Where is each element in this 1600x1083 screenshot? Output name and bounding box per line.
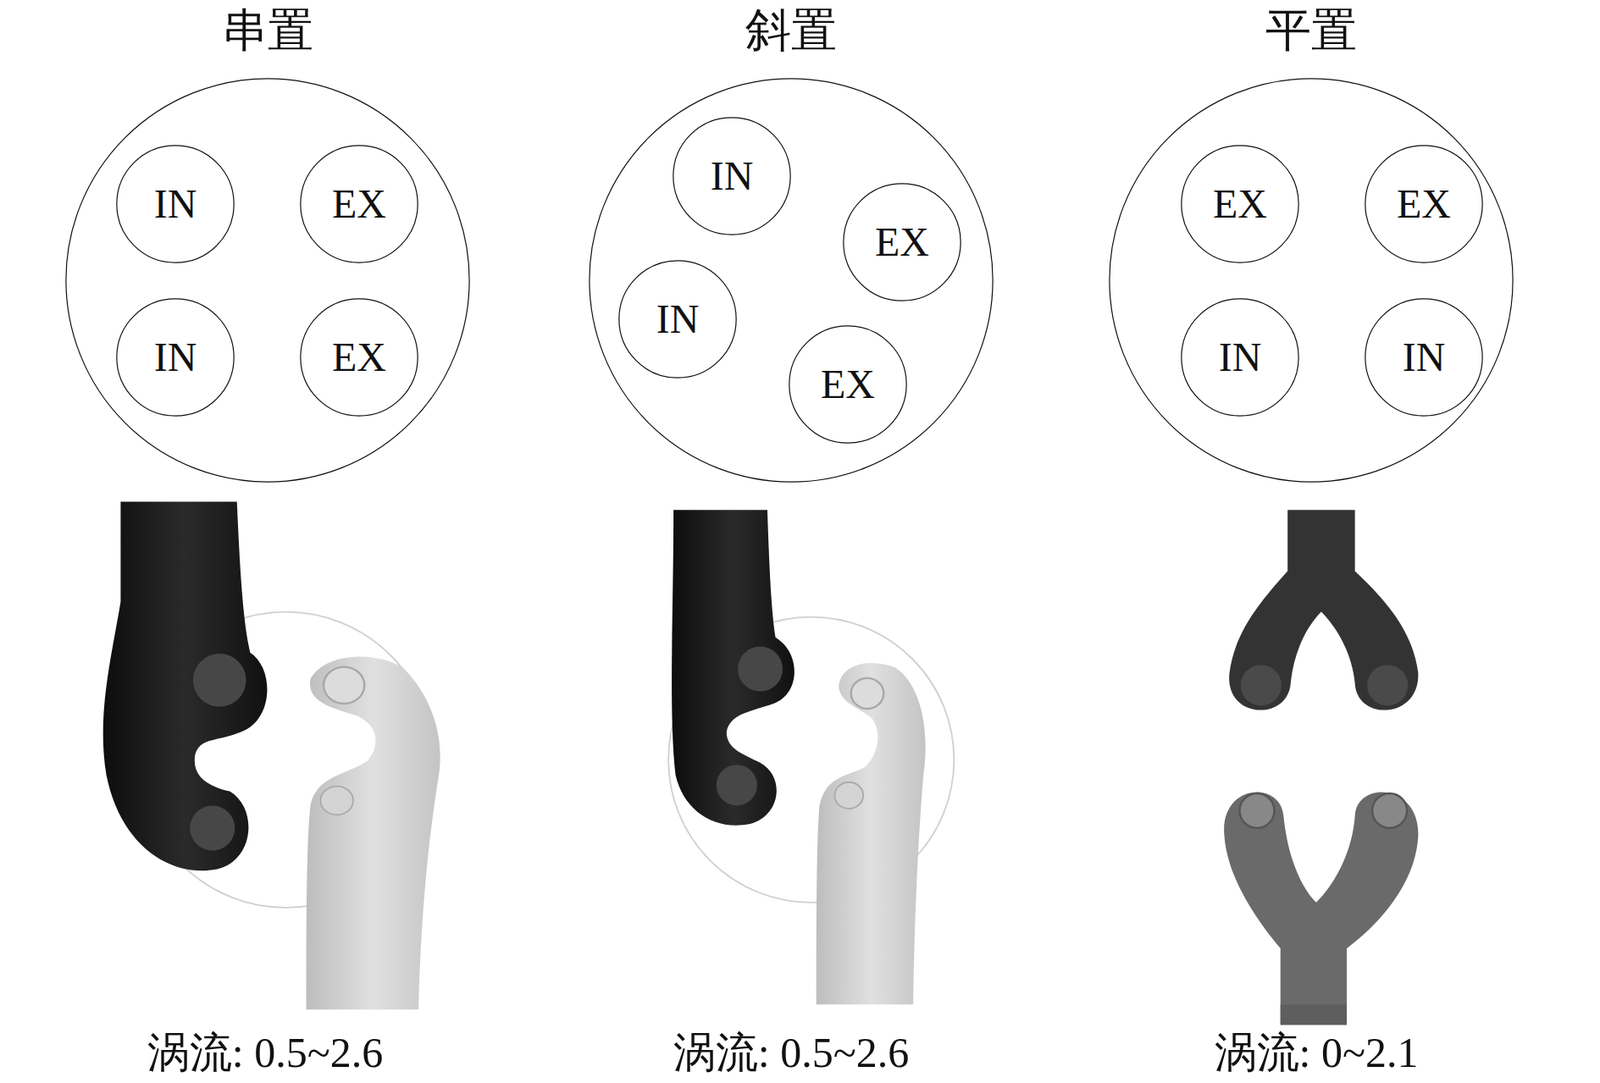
swirl-caption: 涡流: 0~2.1 [1214, 1031, 1419, 1075]
valve-circle-shape-outline [1365, 298, 1483, 416]
valve-circle: IN [116, 144, 235, 264]
valve-circle: EX [1180, 144, 1300, 264]
swirl-caption: 涡流: 0.5~2.6 [673, 1031, 909, 1075]
valve-label: IN [154, 337, 198, 378]
valve-circle-shape-outline [116, 145, 234, 263]
valve-label: EX [332, 183, 387, 225]
cylinder-circle-shape-outline [66, 78, 470, 482]
valve-circle: IN [1364, 298, 1484, 417]
layout-heading: 平置 [1265, 7, 1357, 54]
valve-circle-shape-outline [1181, 145, 1299, 263]
valve-circle-shape-outline [789, 326, 907, 443]
cylinder-circle: 平置EXEXININ [1107, 76, 1516, 485]
layout-heading: 串置 [221, 7, 314, 54]
valve-circle: EX [1364, 144, 1484, 264]
title-holder: 斜置 [586, 7, 996, 54]
valve-label: EX [820, 364, 875, 405]
valve-label: EX [1212, 183, 1268, 225]
layout-heading: 斜置 [745, 7, 837, 54]
valve-circle-shape-outline [843, 183, 961, 301]
valve-label: IN [154, 183, 198, 225]
valve-circle-shape-outline [116, 298, 234, 416]
cylinder-circle-shape [63, 76, 472, 485]
cylinder-circle-shape-outline [589, 78, 993, 482]
title-holder: 串置 [63, 7, 472, 54]
title-holder: 平置 [1107, 7, 1516, 54]
valve-circle: EX [299, 298, 419, 417]
cylinder-circle: 串置INEXINEX [63, 76, 472, 485]
cylinder-circle: 斜置INEXINEX [586, 76, 996, 485]
valve-label: IN [1402, 337, 1446, 378]
valve-circle: EX [299, 144, 419, 264]
valve-circle-shape-outline [619, 260, 737, 378]
valve-circle: IN [672, 116, 792, 236]
cylinder-circle-shape [1107, 76, 1516, 485]
swirl-caption: 涡流: 0.5~2.6 [147, 1031, 383, 1075]
valve-label: IN [710, 155, 754, 197]
valve-label: IN [656, 298, 700, 340]
cylinder-circle-shape [586, 76, 996, 485]
valve-label: EX [874, 221, 930, 263]
valve-circle: IN [618, 260, 737, 379]
cylinder-circle-shape-outline [1109, 78, 1513, 482]
valve-label: EX [1396, 183, 1451, 225]
valve-circle-shape-outline [300, 145, 418, 263]
valve-circle: EX [842, 182, 962, 302]
valve-circle: EX [788, 325, 908, 444]
valve-circle-shape-outline [300, 298, 418, 416]
valve-circle: IN [116, 298, 235, 417]
valve-circle: IN [1180, 298, 1300, 417]
valve-circle-shape-outline [673, 117, 791, 235]
valve-circle-shape-outline [1181, 298, 1299, 416]
valve-circle-shape-outline [1365, 145, 1483, 263]
valve-label: EX [332, 337, 387, 378]
valve-label: IN [1218, 337, 1263, 378]
